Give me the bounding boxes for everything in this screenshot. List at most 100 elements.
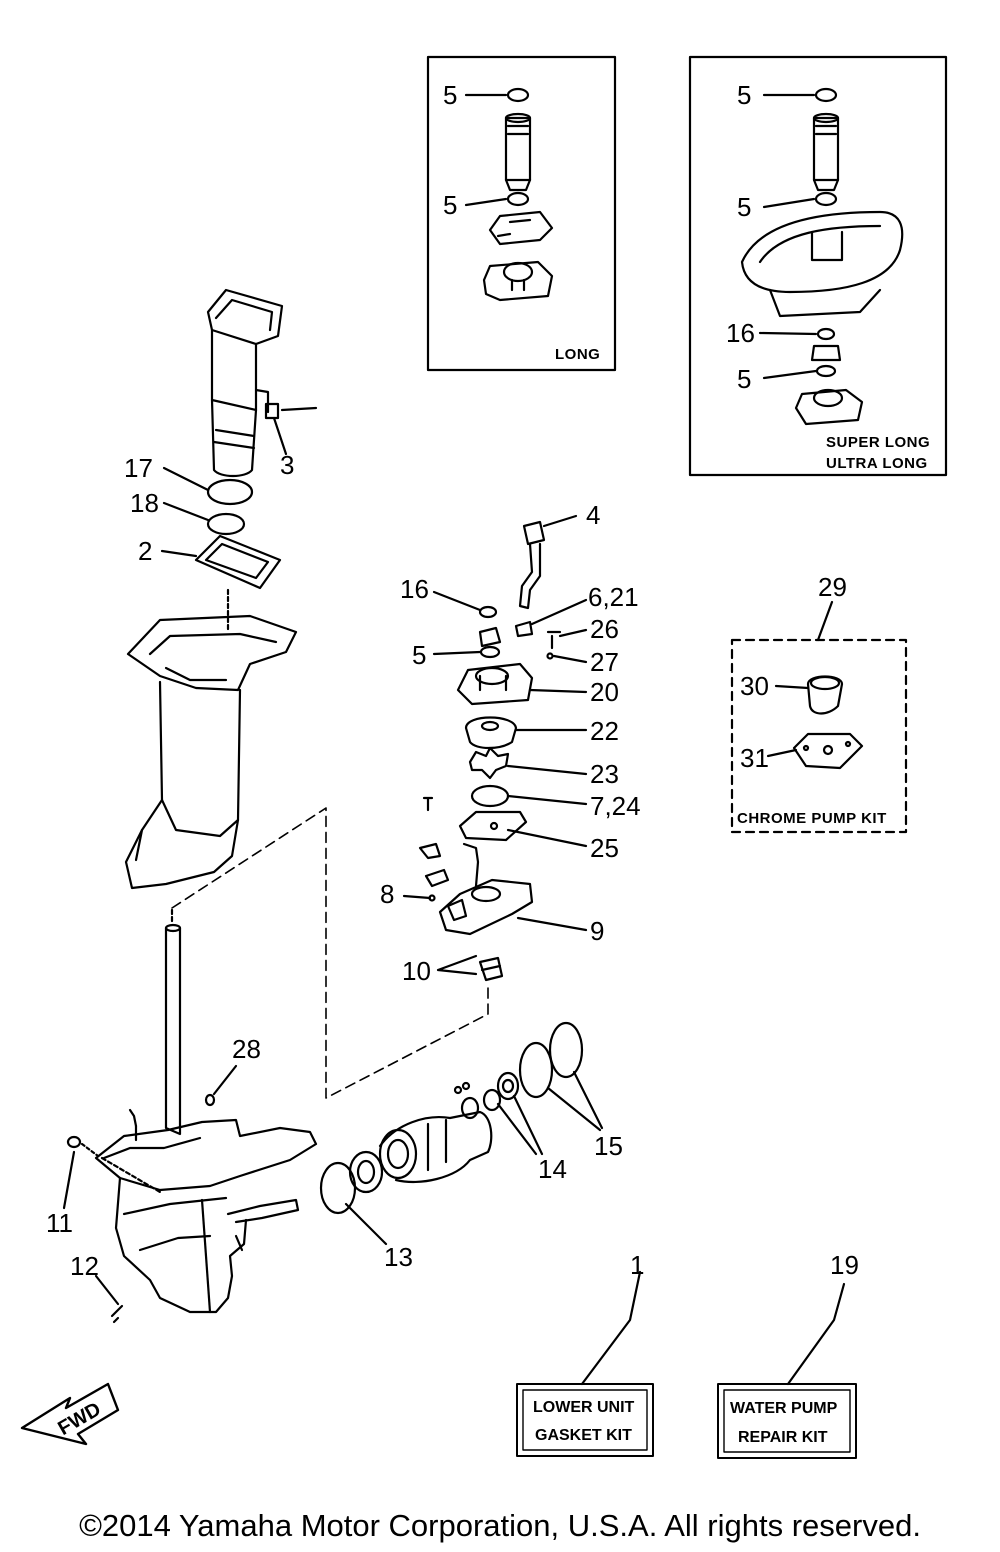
label-25: 25 <box>590 833 619 863</box>
plug-12 <box>110 1304 124 1324</box>
leader-18 <box>162 501 210 522</box>
leader-4 <box>542 514 578 528</box>
leader-13 <box>344 1202 388 1246</box>
exhaust-tube <box>206 288 318 478</box>
long-inset-box <box>426 55 617 372</box>
upper-casing <box>124 614 298 890</box>
fwd-arrow <box>20 1382 120 1446</box>
long-box-label: LONG <box>555 346 600 363</box>
label-2: 2 <box>138 536 152 566</box>
label-29: 29 <box>818 572 847 602</box>
leader-25 <box>506 828 588 848</box>
leader-9 <box>516 916 588 932</box>
water-pump-parts <box>418 520 562 982</box>
label-5-long-bot: 5 <box>443 190 457 220</box>
leader-29 <box>816 600 834 642</box>
label-3: 3 <box>280 450 294 480</box>
label-5-long-top: 5 <box>443 80 457 110</box>
leader-20 <box>528 688 588 694</box>
leader-6-21 <box>530 598 588 626</box>
leader-16 <box>432 590 482 612</box>
label-5-sl-bot: 5 <box>737 364 751 394</box>
label-16-sl: 16 <box>726 318 755 348</box>
label-16: 16 <box>400 574 429 604</box>
drive-shaft <box>164 908 182 1136</box>
sl-leader-5-bot <box>762 369 818 380</box>
label-12: 12 <box>70 1251 99 1281</box>
sl-leader-5-mid <box>762 197 816 209</box>
leader-31 <box>766 748 798 758</box>
gasket-kit-line2: GASKET KIT <box>535 1427 632 1444</box>
pump-kit-line1: WATER PUMP <box>730 1400 838 1417</box>
label-26: 26 <box>590 614 619 644</box>
label-28: 28 <box>232 1034 261 1064</box>
leader-3 <box>272 416 288 456</box>
plug-28 <box>204 1093 216 1107</box>
leader-26 <box>558 628 588 638</box>
plug-11 <box>66 1135 82 1149</box>
leader-17 <box>162 466 210 492</box>
label-10: 10 <box>402 956 431 986</box>
leader-7-24 <box>506 794 588 806</box>
label-11: 11 <box>46 1208 73 1238</box>
leader-27 <box>552 654 588 664</box>
lower-casing <box>94 1108 318 1314</box>
pump-kit-line2: REPAIR KIT <box>738 1429 828 1446</box>
super-long-inset-box <box>688 55 948 477</box>
leader-15 <box>546 1070 604 1132</box>
label-4: 4 <box>586 500 600 530</box>
leader-8 <box>402 894 432 900</box>
leader-2 <box>160 549 198 558</box>
chrome-kit-label: CHROME PUMP KIT <box>737 810 887 827</box>
label-23: 23 <box>590 759 619 789</box>
super-long-inset-parts <box>740 87 904 426</box>
label-27: 27 <box>590 647 619 677</box>
leader-5 <box>432 650 482 656</box>
leader-28 <box>212 1064 238 1096</box>
leader-1 <box>580 1270 642 1386</box>
gasket-2 <box>194 534 282 590</box>
label-14: 14 <box>538 1154 567 1184</box>
propshaft-parts <box>319 1021 584 1215</box>
long-inset-parts <box>482 87 554 302</box>
label-19: 19 <box>830 1250 859 1280</box>
label-17: 17 <box>124 453 153 483</box>
pump-kit-box-outer <box>717 1383 857 1459</box>
label-5-sl-mid: 5 <box>737 192 751 222</box>
chrome-kit-parts <box>792 675 864 770</box>
gasket-17 <box>206 478 254 506</box>
label-5: 5 <box>412 640 426 670</box>
label-1: 1 <box>630 1250 644 1280</box>
label-13: 13 <box>384 1242 413 1272</box>
label-7-24: 7,24 <box>590 791 641 821</box>
ultra-long-label: ULTRA LONG <box>826 455 928 472</box>
sl-leader-16 <box>758 331 818 336</box>
label-8: 8 <box>380 879 394 909</box>
leader-23 <box>506 764 588 776</box>
label-31: 31 <box>740 743 769 773</box>
long-leader-5-bot <box>464 197 508 207</box>
super-long-label: SUPER LONG <box>826 434 930 451</box>
label-15: 15 <box>594 1131 623 1161</box>
leader-14 <box>496 1094 544 1156</box>
label-5-sl-top: 5 <box>737 80 751 110</box>
leader-12 <box>94 1274 120 1306</box>
chrome-pump-kit-box <box>730 638 908 834</box>
leader-10 <box>436 954 478 976</box>
leader-30 <box>774 684 810 690</box>
label-18: 18 <box>130 488 159 518</box>
pump-kit-box-inner <box>723 1389 851 1453</box>
label-6-21: 6,21 <box>588 582 639 612</box>
leader-11 <box>62 1150 76 1210</box>
gasket-kit-line1: LOWER UNIT <box>533 1399 635 1416</box>
label-22: 22 <box>590 716 619 746</box>
label-20: 20 <box>590 677 619 707</box>
label-30: 30 <box>740 671 769 701</box>
gasket-18 <box>206 512 246 536</box>
leader-19 <box>786 1282 846 1386</box>
gasket-kit-box-inner <box>522 1389 648 1451</box>
gasket-kit-box-outer <box>516 1383 654 1457</box>
label-9: 9 <box>590 916 604 946</box>
copyright-footer: ©2014 Yamaha Motor Corporation, U.S.A. A… <box>79 1508 921 1543</box>
